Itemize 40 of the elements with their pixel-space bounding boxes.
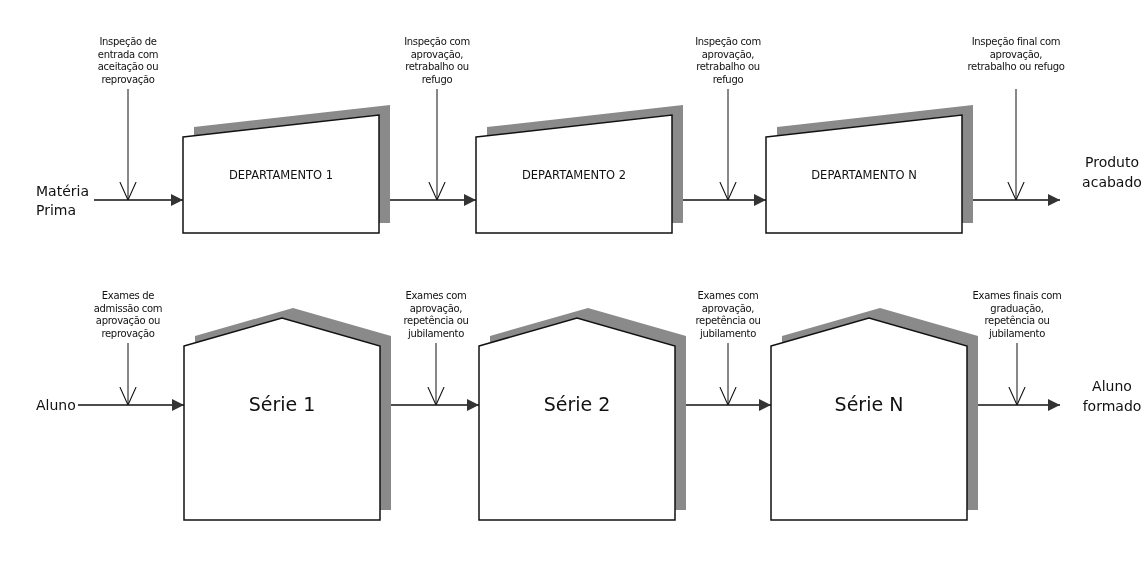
flow-arrow — [390, 399, 480, 411]
flow-arrow — [685, 399, 772, 411]
flow-arrow — [682, 194, 767, 206]
inspection-arrow — [119, 342, 137, 406]
flow-arrow — [77, 399, 185, 411]
inspection-note: Exames de admissão com aprovação ou reprovação — [80, 290, 176, 342]
grade-label: Série 1 — [247, 392, 317, 416]
inspection-note: Exames finais com graduação, repetência ou jubilamento — [966, 290, 1068, 342]
inspection-arrow — [119, 88, 137, 201]
input-label: Matéria Prima — [36, 182, 92, 222]
inspection-arrow — [1008, 342, 1026, 406]
department-box — [765, 103, 975, 235]
grade-label: Série N — [833, 392, 905, 416]
department-box — [475, 103, 685, 235]
flow-arrow — [972, 194, 1061, 206]
inspection-note: Inspeção final com aprovação, retrabalho ou refugo — [964, 36, 1068, 88]
department-box — [182, 103, 392, 235]
flow-arrow — [977, 399, 1061, 411]
inspection-note: Exames com aprovação, repetência ou jubilamento — [680, 290, 776, 342]
inspection-note: Inspeção com aprovação, retrabalho ou refugo — [389, 36, 485, 88]
output-label: Produto acabado — [1080, 152, 1144, 194]
inspection-note: Inspeção com aprovação, retrabalho ou refugo — [680, 36, 776, 88]
inspection-arrow — [719, 88, 737, 201]
grade-box — [770, 308, 980, 522]
inspection-arrow — [719, 342, 737, 406]
department-label: DEPARTAMENTO N — [810, 167, 918, 184]
flow-arrow — [93, 194, 184, 206]
department-label: DEPARTAMENTO 1 — [227, 167, 335, 184]
inspection-arrow — [428, 88, 446, 201]
output-label: Aluno formado — [1080, 376, 1144, 418]
grade-label: Série 2 — [542, 392, 612, 416]
inspection-arrow — [1007, 88, 1025, 201]
grade-box — [183, 308, 393, 522]
inspection-note: Exames com aprovação, repetência ou jubilamento — [388, 290, 484, 342]
inspection-arrow — [427, 342, 445, 406]
inspection-note: Inspeção de entrada com aceitação ou reprovação — [80, 36, 176, 88]
grade-box — [478, 308, 688, 522]
flow-arrow — [389, 194, 477, 206]
department-label: DEPARTAMENTO 2 — [520, 167, 628, 184]
input-label: Aluno — [36, 396, 76, 416]
